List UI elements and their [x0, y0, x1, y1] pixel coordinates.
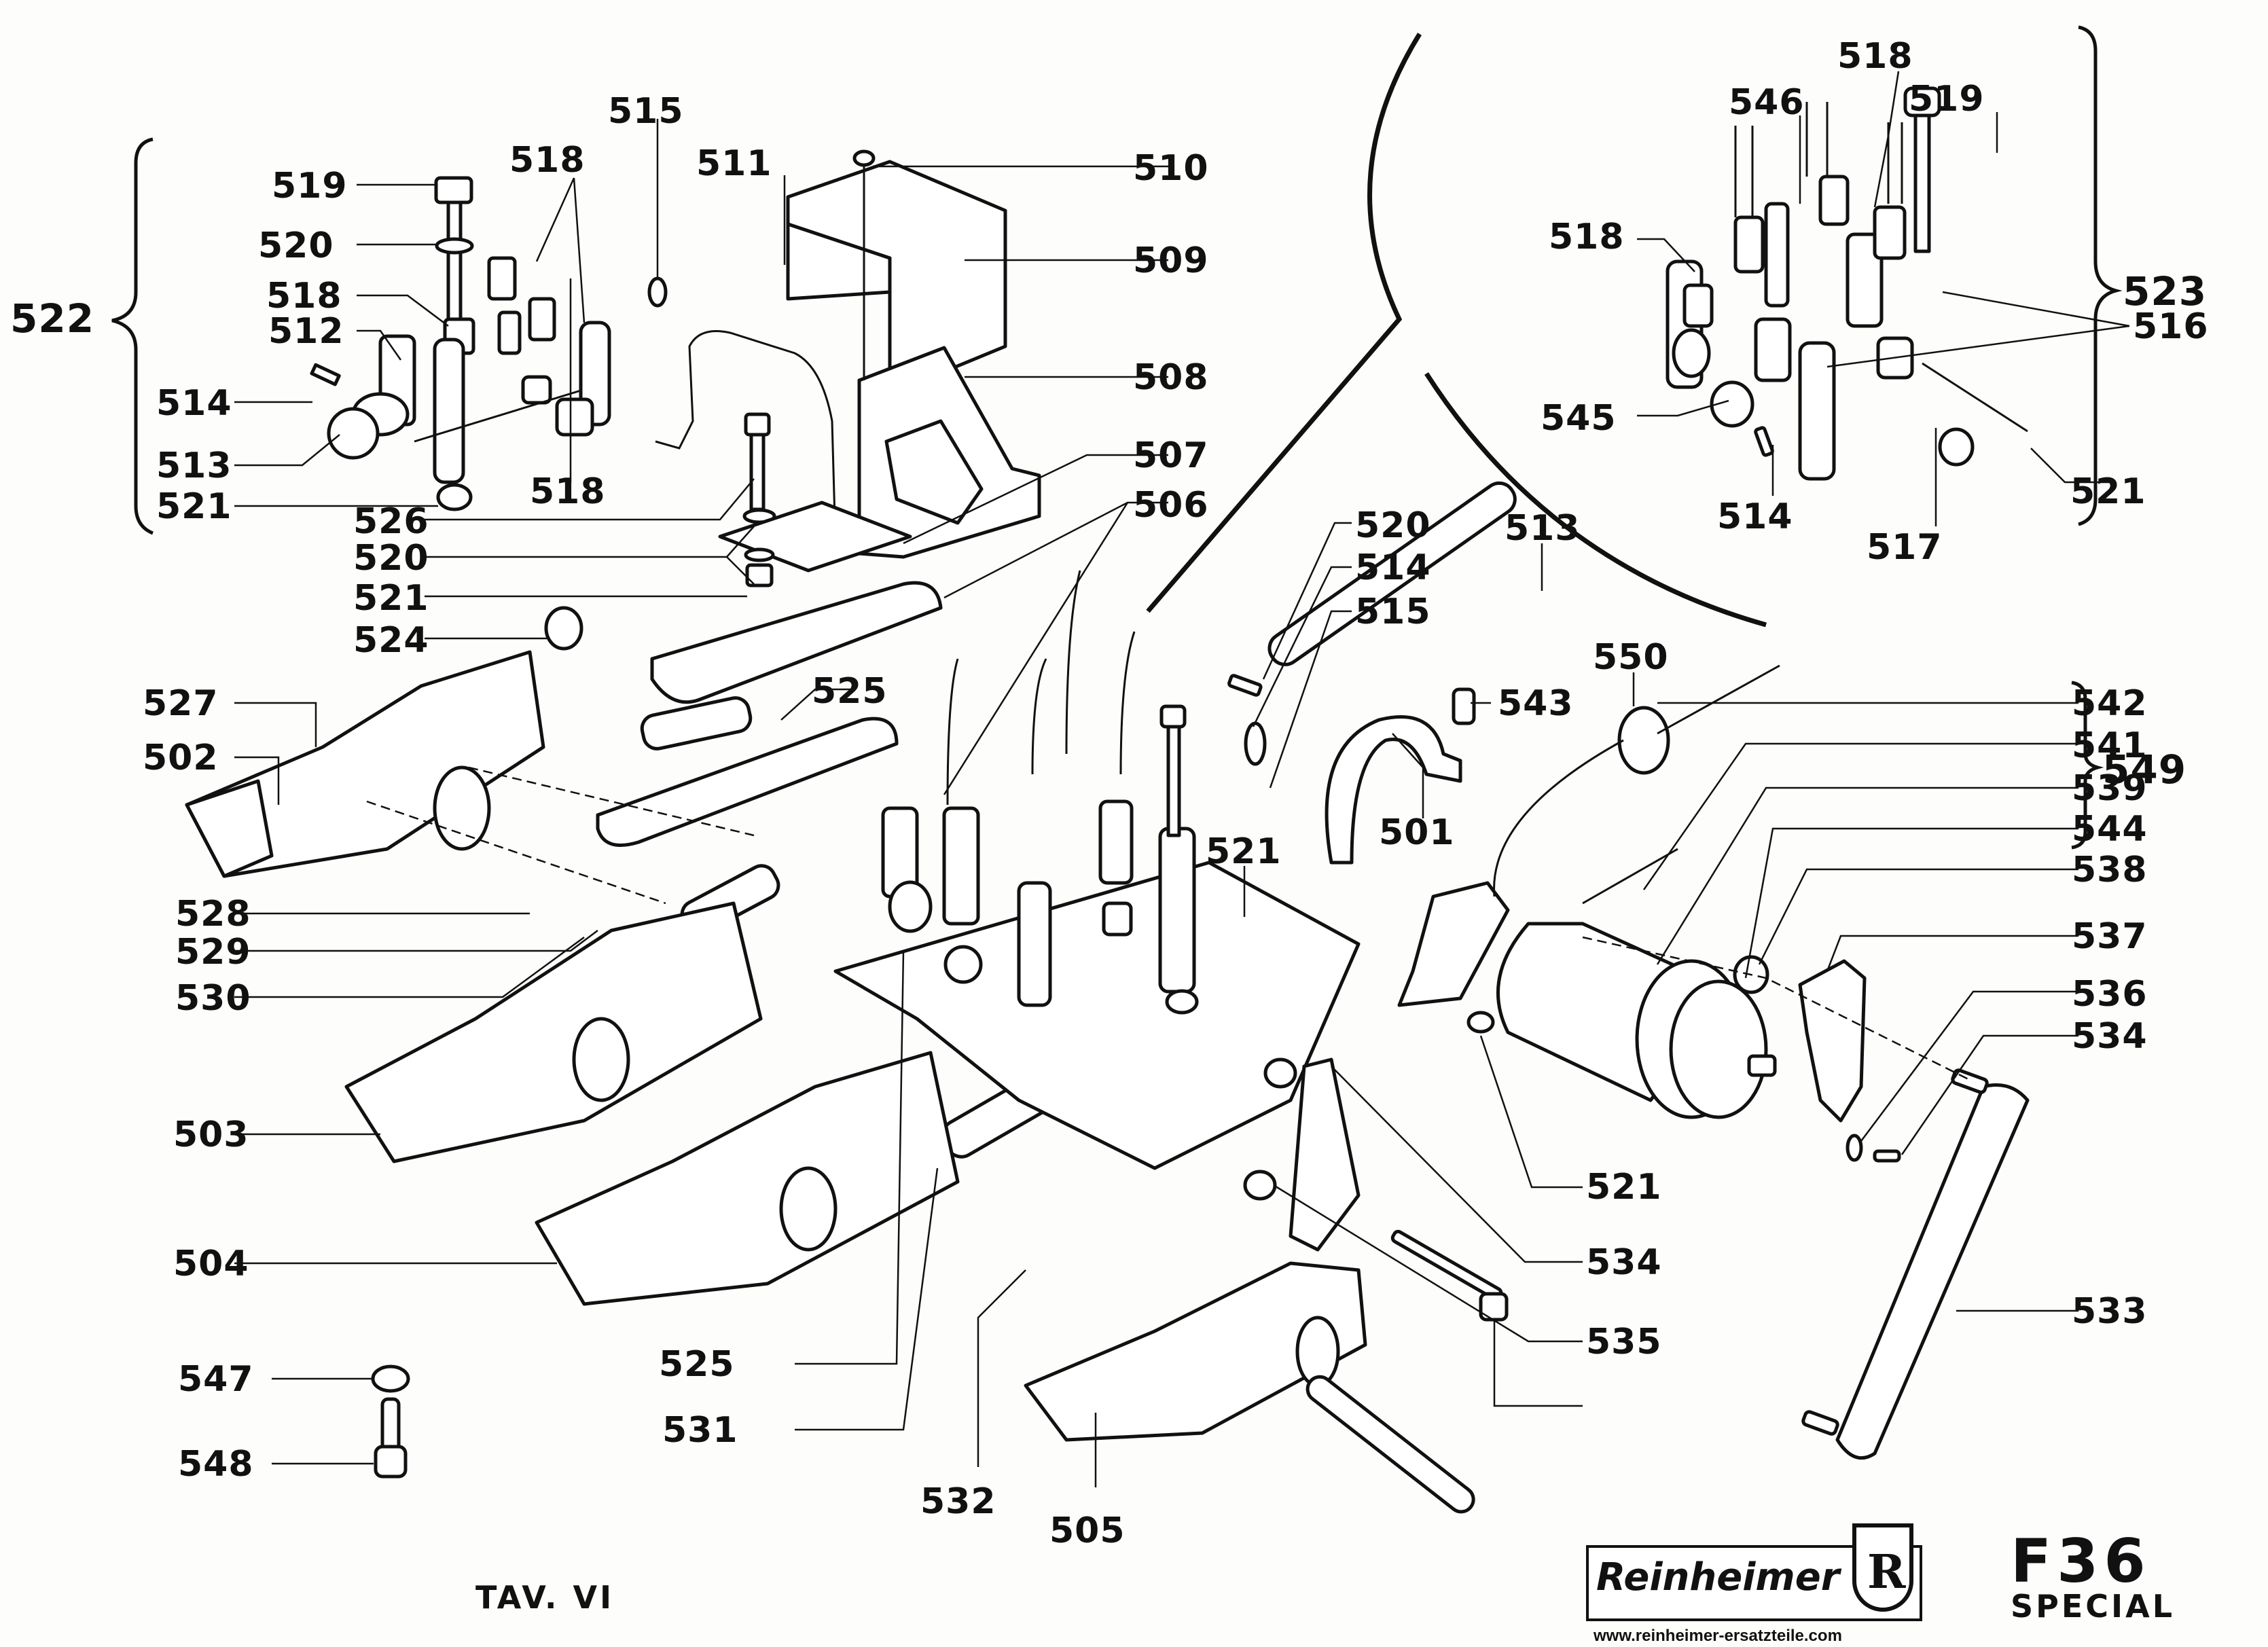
- callout-513: 513: [156, 446, 232, 486]
- callout-530: 530: [175, 978, 251, 1019]
- callout-505: 505: [1049, 1510, 1126, 1551]
- brand-name: Reinheimer: [1596, 1555, 1840, 1599]
- bracket-538: [1733, 955, 1901, 1163]
- right-valve-block: [1666, 86, 2028, 481]
- callout-526: 526: [353, 501, 429, 542]
- callout-518: 518: [1549, 217, 1625, 257]
- callout-519: 519: [272, 166, 348, 206]
- callout-504: 504: [173, 1244, 249, 1284]
- brace-549: [2071, 681, 2104, 850]
- callout-518: 518: [509, 140, 586, 181]
- callout-518: 518: [266, 276, 342, 316]
- callout-539: 544: [2072, 809, 2148, 850]
- callout-518: 518: [530, 471, 606, 512]
- callout-536: 534: [2072, 1016, 2148, 1057]
- callout-520: 520: [258, 225, 334, 266]
- brand-shield-letter: R: [1867, 1545, 1906, 1599]
- callout-527: 527: [143, 683, 219, 724]
- callout-542: 542: [2072, 683, 2148, 724]
- callout-509: 509: [1133, 240, 1209, 281]
- callout-517: 517: [1867, 527, 1943, 568]
- brand-url: www.reinheimer-ersatzteile.com: [1594, 1627, 1842, 1645]
- left-valve-block: [310, 176, 668, 511]
- link-bar-535: [1835, 1083, 2030, 1460]
- detail-arc-upper: [1146, 33, 1422, 613]
- callout-521: 534: [1586, 1242, 1662, 1283]
- callout-519: 519: [1909, 79, 1985, 120]
- bolt-533: [1243, 1057, 1509, 1322]
- callout-521: 521: [2070, 471, 2146, 512]
- callout-543: 543: [1498, 683, 1574, 724]
- motor-540: [1466, 664, 1780, 1119]
- callout-514: 514: [1717, 496, 1793, 537]
- brace-523: [2078, 25, 2123, 526]
- callout-511: 511: [696, 143, 772, 184]
- callout-503: 503: [173, 1115, 249, 1155]
- callout-525: 525: [659, 1344, 735, 1385]
- base-plate: [833, 570, 1361, 1170]
- callout-515: 515: [1355, 592, 1431, 632]
- callout-537: 536: [2072, 974, 2148, 1015]
- cover-housing: [655, 149, 1041, 559]
- detail-arc-lower: [1424, 372, 1767, 628]
- callout-508: 508: [1133, 357, 1209, 398]
- callout-531: 531: [662, 1410, 738, 1451]
- callout-520: 520: [353, 538, 429, 579]
- lower-linkage-bar: [596, 717, 899, 847]
- pedal-504: [535, 1051, 960, 1306]
- callout-502: 502: [143, 738, 219, 778]
- plate-bolt-stack: [544, 412, 912, 651]
- clamp-544: [1325, 687, 1510, 1007]
- callout-513: 513: [1505, 508, 1581, 549]
- callout-547: 547: [178, 1359, 254, 1400]
- model-name: F36: [2011, 1526, 2151, 1596]
- callout-506: 506: [1133, 485, 1209, 526]
- leader-lines: [234, 71, 2130, 1487]
- callout-520: 520: [1355, 505, 1431, 546]
- callout-532: 532: [920, 1481, 996, 1522]
- callout-529: 529: [175, 932, 251, 973]
- callout-525: 525: [812, 671, 888, 712]
- group-label-523: 523: [2123, 268, 2208, 314]
- pedal-505: [1024, 1261, 1475, 1514]
- callout-544: 501: [1379, 812, 1455, 853]
- callout-540: 539: [2072, 768, 2148, 809]
- group-label-522: 522: [10, 295, 95, 342]
- callout-518: 518: [1837, 36, 1913, 77]
- callout-534: 535: [1586, 1322, 1662, 1362]
- model-variant: SPECIAL: [2011, 1588, 2176, 1625]
- callout-521: 538: [2072, 850, 2148, 890]
- callout-512: 512: [268, 311, 344, 352]
- callout-546: 546: [1729, 82, 1805, 123]
- pedal-502: [185, 650, 545, 878]
- brand-shield-icon: R: [1852, 1523, 1913, 1612]
- callout-548: 548: [178, 1444, 254, 1485]
- group-label-549: 549: [2102, 746, 2187, 793]
- callout-545: 545: [1541, 398, 1617, 439]
- callout-516: 516: [2133, 306, 2209, 347]
- callout-524: 524: [353, 620, 429, 661]
- callout-521: 521: [353, 578, 429, 619]
- callout-538: 537: [2072, 916, 2148, 957]
- callout-510: 510: [1133, 148, 1209, 189]
- callout-514: 514: [1355, 547, 1431, 588]
- pedal-503: [344, 901, 763, 1163]
- callout-535: 533: [2072, 1291, 2148, 1332]
- callout-528: 528: [175, 894, 251, 935]
- loose-bolt-548: [371, 1364, 410, 1479]
- callout-521: 521: [156, 486, 232, 527]
- link-pin-lower: [1801, 1410, 1839, 1436]
- brace-522: [111, 137, 154, 535]
- callout-541: 541: [2072, 725, 2148, 766]
- table-label: TAV. VI: [475, 1579, 615, 1616]
- upper-linkage-bar: [650, 581, 943, 704]
- callout-515: 515: [608, 91, 684, 132]
- callout-514: 514: [156, 383, 232, 424]
- callout-507: 507: [1133, 435, 1209, 476]
- callout-550: 550: [1593, 637, 1669, 678]
- callout-534: 521: [1586, 1167, 1662, 1208]
- callout-501: 521: [1206, 831, 1282, 872]
